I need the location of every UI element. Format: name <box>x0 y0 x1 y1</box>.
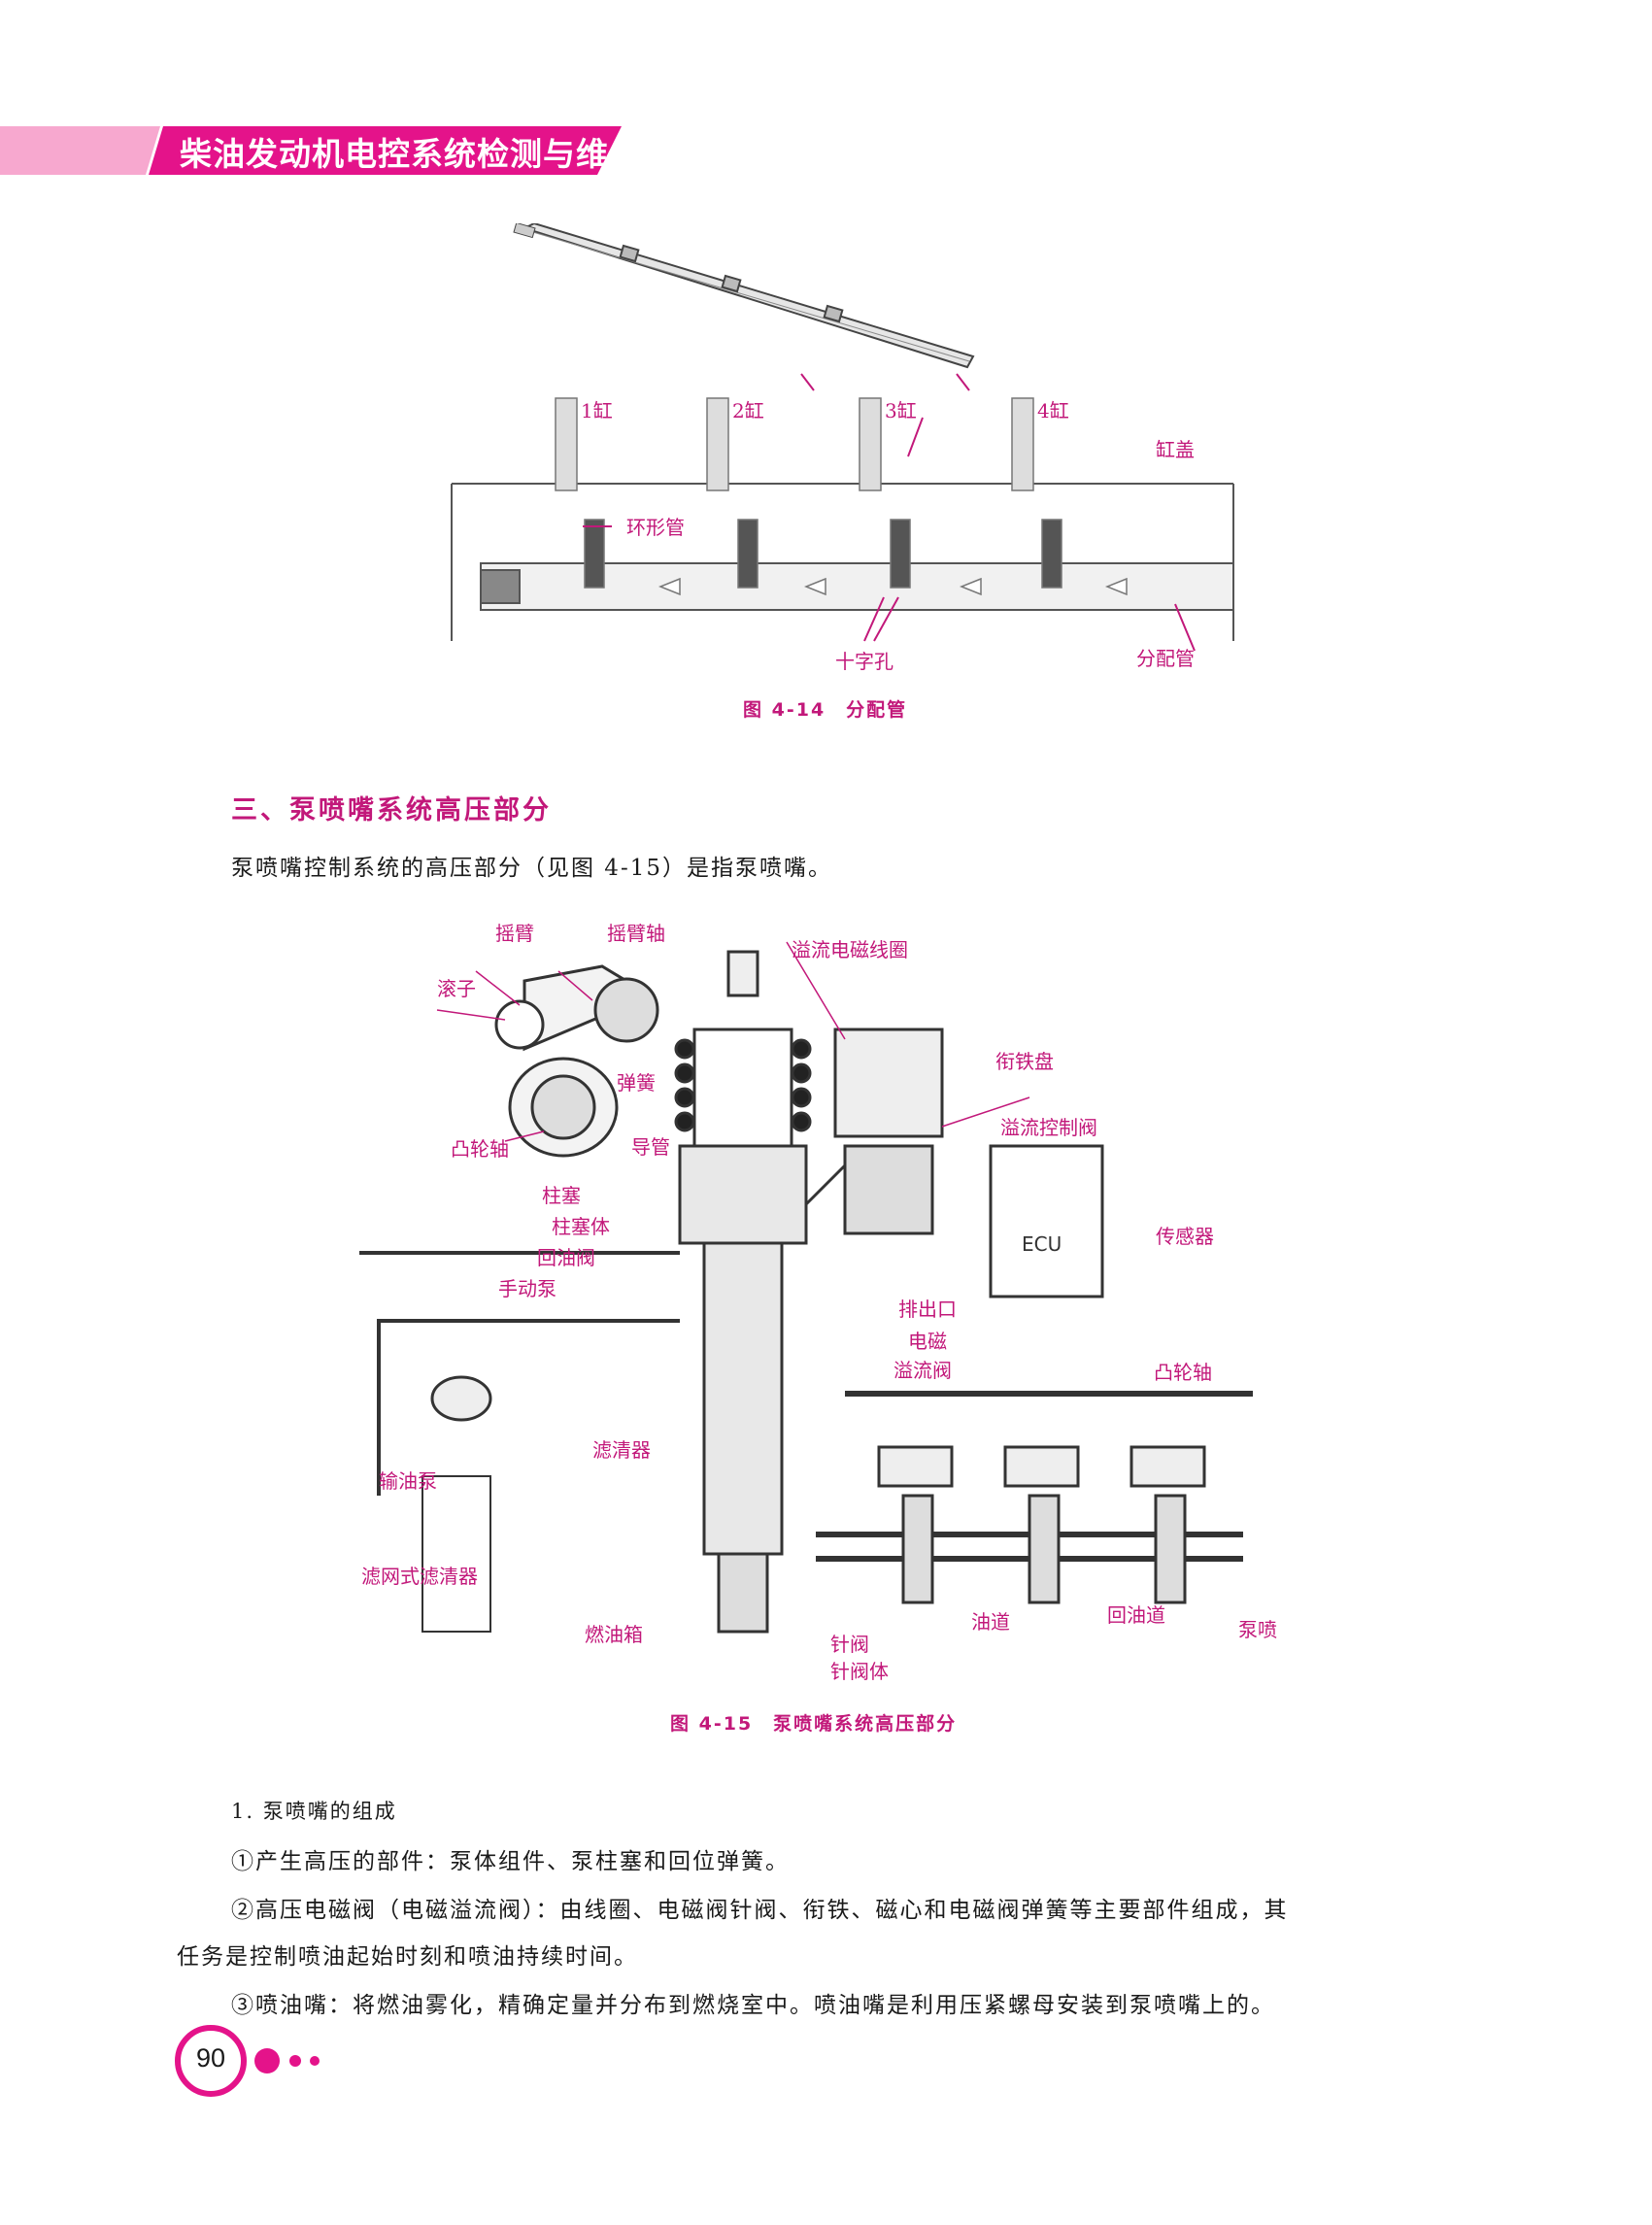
label-guide-tube: 导管 <box>631 1135 670 1159</box>
header-band <box>0 126 622 175</box>
label-sensor: 传感器 <box>1156 1225 1214 1248</box>
item-3: ③喷油嘴：将燃油雾化，精确定量并分布到燃烧室中。喷油嘴是利用压紧螺母安装到泵喷嘴… <box>231 1993 1275 2018</box>
label-hand-pump: 手动泵 <box>498 1277 556 1300</box>
label-rocker-shaft: 摇臂轴 <box>607 922 665 945</box>
mechanism-illustration <box>359 950 1253 1634</box>
label-mesh-filter: 滤网式滤清器 <box>361 1565 478 1588</box>
label-cyl3: 3缸 <box>885 399 917 422</box>
label-oil-gallery: 油道 <box>971 1610 1010 1634</box>
label-return-valve: 回油阀 <box>537 1246 595 1269</box>
page-number-badge <box>175 2025 247 2097</box>
label-return-gallery: 回油道 <box>1107 1603 1165 1627</box>
label-armature-disc: 衔铁盘 <box>995 1050 1054 1073</box>
figure-4-15-caption: 图 4-15 泵喷嘴系统高压部分 <box>670 1713 958 1735</box>
label-outlet: 排出口 <box>898 1298 957 1321</box>
label-overflow-coil: 溢流电磁线圈 <box>792 938 908 961</box>
label-roller: 滚子 <box>437 977 476 1000</box>
page-dots <box>254 2048 320 2073</box>
label-filter: 滤清器 <box>592 1438 651 1462</box>
label-ring-pipe: 环形管 <box>626 516 685 539</box>
label-needle-body: 针阀体 <box>830 1660 889 1683</box>
figure-4-15: 摇臂 摇臂轴 滚子 溢流电磁线圈 衔铁盘 弹簧 凸轮轴 导管 溢流控制阀 柱塞 … <box>359 922 1277 1683</box>
page-number: 90 <box>195 2043 226 2073</box>
label-spring: 弹簧 <box>617 1071 656 1095</box>
section-heading: 三、泵喷嘴系统高压部分 <box>231 795 552 826</box>
label-solenoid-valve-2: 溢流阀 <box>893 1359 952 1382</box>
distribution-rail-illustration <box>513 223 975 369</box>
label-overflow-control-valve: 溢流控制阀 <box>1000 1116 1097 1139</box>
label-plunger-body: 柱塞体 <box>552 1215 610 1238</box>
label-camshaft-right: 凸轮轴 <box>1154 1361 1212 1384</box>
label-feed-pump: 输油泵 <box>379 1469 437 1493</box>
label-cyl1: 1缸 <box>581 399 613 422</box>
intro-paragraph: 泵喷嘴控制系统的高压部分（见图 4-15）是指泵喷嘴。 <box>231 856 832 881</box>
injectors <box>555 397 1062 589</box>
cylinder-head-section <box>451 483 1234 641</box>
label-needle-valve: 针阀 <box>830 1633 869 1656</box>
label-cylinder-head: 缸盖 <box>1156 438 1195 461</box>
label-pump-injector: 泵喷 <box>1238 1618 1277 1641</box>
item-2-line-2: 任务是控制喷油起始时刻和喷油持续时间。 <box>177 1944 638 1970</box>
figure-4-14-caption: 图 4-14 分配管 <box>743 699 908 721</box>
label-plunger: 柱塞 <box>542 1184 581 1207</box>
label-solenoid-valve-1: 电磁 <box>908 1330 947 1353</box>
label-cross-hole: 十字孔 <box>835 650 893 670</box>
item-2-line-1: ②高压电磁阀（电磁溢流阀）：由线圈、电磁阀针阀、衔铁、磁心和电磁阀弹簧等主要部件… <box>231 1898 1289 1923</box>
label-distribution-pipe: 分配管 <box>1136 647 1195 670</box>
item-1: ①产生高压的部件：泵体组件、泵柱塞和回位弹簧。 <box>231 1849 790 1874</box>
label-ecu: ECU <box>1022 1232 1062 1256</box>
label-fuel-tank: 燃油箱 <box>585 1623 643 1646</box>
label-cyl4: 4缸 <box>1037 399 1069 422</box>
item-heading: 1. 泵喷嘴的组成 <box>231 1800 397 1823</box>
figure-4-14: 1缸 2缸 3缸 4缸 缸盖 环形管 十字孔 分配管 <box>451 223 1234 670</box>
label-rocker-arm: 摇臂 <box>495 922 534 945</box>
label-cyl2: 2缸 <box>732 399 764 422</box>
running-header: 柴油发动机电控系统检测与维修 <box>180 135 642 173</box>
label-camshaft-left: 凸轮轴 <box>451 1137 509 1161</box>
